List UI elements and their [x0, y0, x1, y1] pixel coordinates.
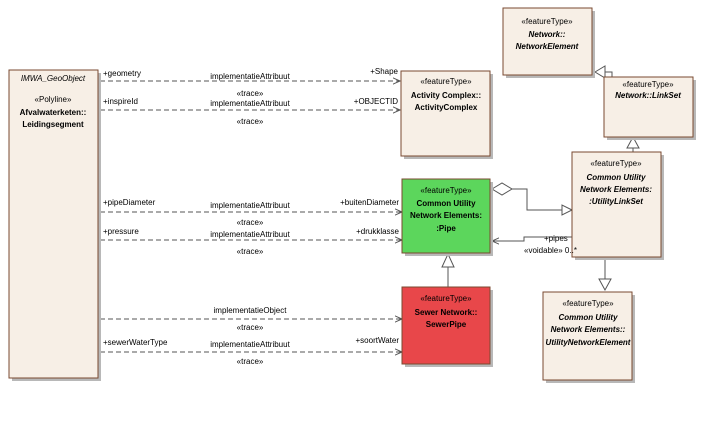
class-name-line1: Sewer Network::: [415, 308, 478, 317]
class-linkset[interactable]: «featureType» Network::LinkSet: [603, 76, 696, 140]
pipes-role-label: +pipes: [544, 234, 568, 243]
class-name-line1: Network::LinkSet: [615, 91, 681, 100]
class-name-line1: Network::: [529, 30, 566, 39]
class-name-line2: Network Elements::: [551, 325, 626, 334]
class-name-line1: Common Utility: [586, 173, 646, 182]
stereotype-label: «featureType»: [590, 159, 642, 168]
attr-pipediameter: +pipeDiameter: [103, 198, 156, 207]
target-role: +OBJECTID: [354, 97, 398, 106]
attr-sewerwatertype: +sewerWaterType: [103, 338, 168, 347]
stereotype-label: «featureType»: [420, 294, 472, 303]
class-pipe[interactable]: «featureType» Common Utility Network Ele…: [401, 178, 493, 256]
connector-stereotype: «trace»: [237, 218, 264, 227]
pipes-multiplicity-label: «voidable» 0..*: [524, 246, 577, 255]
connector-label: implementatieAttribuut: [210, 99, 290, 108]
stereotype-label: «featureType»: [420, 186, 472, 195]
attr-pressure: +pressure: [103, 227, 139, 236]
class-name-line3: UtilityNetworkElement: [546, 338, 631, 347]
class-name-line3: :Pipe: [436, 224, 456, 233]
generalization-linkset-networkelement: [594, 65, 613, 79]
class-name-line1: Activity Complex::: [411, 91, 481, 100]
connector-stereotype: «trace»: [237, 89, 264, 98]
attr-geometry: +geometry: [103, 69, 141, 78]
class-name-line1: Afvalwaterketen::: [20, 108, 87, 117]
stereotype-label: «Polyline»: [35, 95, 72, 104]
class-name-line3: :UtilityLinkSet: [589, 197, 643, 206]
attr-inspireid: +inspireId: [103, 97, 138, 106]
connector-stereotype: «trace»: [237, 117, 264, 126]
class-name-line2: ActivityComplex: [415, 103, 478, 112]
class-name-line2: Leidingsegment: [22, 120, 84, 129]
generalization-sewerpipe-pipe: [441, 252, 455, 287]
connector-label: implementatieAttribuut: [210, 230, 290, 239]
stereotype-label: «featureType»: [521, 17, 573, 26]
connector-stereotype: «trace»: [237, 247, 264, 256]
class-utilitylinkset[interactable]: «featureType» Common Utility Network Ele…: [571, 151, 664, 260]
class-name-line2: SewerPipe: [426, 320, 467, 329]
generalization-utilitylinkset-linkset: [626, 135, 640, 152]
class-activitycomplex[interactable]: «featureType» Activity Complex:: Activit…: [400, 70, 493, 159]
connector-label: implementatieAttribuut: [210, 340, 290, 349]
stereotype-top-label: IMWA_GeoObject: [21, 74, 86, 83]
connector-label: implementatieObject: [214, 306, 288, 315]
connector-stereotype: «trace»: [237, 323, 264, 332]
class-utilitynetworkelement[interactable]: «featureType» Common Utility Network Ele…: [542, 291, 635, 383]
class-name-line1: Common Utility: [416, 199, 476, 208]
stereotype-label: «featureType»: [622, 80, 674, 89]
stereotype-label: «featureType»: [420, 77, 472, 86]
connector-label: implementatieAttribuut: [210, 201, 290, 210]
connector-label: implementatieAttribuut: [210, 72, 290, 81]
association-pipe-utilitylinkset: [491, 182, 574, 216]
class-name-line1: Common Utility: [558, 313, 618, 322]
target-role: +buitenDiameter: [340, 198, 399, 207]
target-role: +soortWater: [356, 336, 400, 345]
class-leidingsegment[interactable]: IMWA_GeoObject «Polyline» Afvalwaterkete…: [8, 69, 101, 381]
class-networkelement[interactable]: «featureType» Network:: NetworkElement: [502, 7, 595, 78]
target-role: +drukklasse: [356, 227, 399, 236]
generalization-utilitylinkset-networkelement: [598, 258, 612, 292]
class-sewerpipe[interactable]: «featureType» Sewer Network:: SewerPipe: [401, 286, 493, 367]
stereotype-label: «featureType»: [562, 299, 614, 308]
class-name-line2: Network Elements:: [410, 211, 482, 220]
class-name-line2: NetworkElement: [516, 42, 579, 51]
target-role: +Shape: [370, 67, 398, 76]
connector-stereotype: «trace»: [237, 357, 264, 366]
class-name-line2: Network Elements:: [580, 185, 652, 194]
